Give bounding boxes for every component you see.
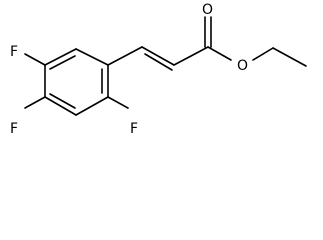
bond-carbonyl-to-ester-o bbox=[207, 46, 232, 61]
ring-double-bond-c4-c5 bbox=[49, 93, 76, 109]
ring-bond-c5-c6 bbox=[75, 96, 109, 116]
bond-c4-f bbox=[24, 96, 46, 109]
carbonyl-oxygen-label: O bbox=[202, 2, 213, 18]
ring-bond-c4-c5 bbox=[44, 96, 77, 116]
bond-c3-f bbox=[24, 53, 46, 66]
ring-double-bond-c2-c3 bbox=[49, 55, 76, 70]
chemical-structure: O O F F F bbox=[10, 2, 307, 137]
fluorine-label-top-left: F bbox=[10, 44, 18, 60]
ring-bond-c2-c3 bbox=[44, 48, 77, 66]
bond-c6-f bbox=[107, 96, 129, 109]
bond-ch2-to-ch3 bbox=[272, 47, 307, 67]
ester-oxygen-label: O bbox=[237, 58, 248, 74]
bond-ring-to-vinyl bbox=[107, 46, 143, 66]
bond-ester-o-to-ch2 bbox=[252, 47, 274, 61]
bond-vinyl-to-carbonyl bbox=[173, 46, 209, 66]
benzene-ring bbox=[44, 48, 109, 116]
fluorine-label-bottom-left: F bbox=[10, 121, 18, 137]
bond-vinyl-double bbox=[141, 46, 175, 66]
bond-vinyl-double-inner bbox=[144, 53, 173, 71]
fluorine-label-bottom-right: F bbox=[130, 121, 138, 137]
ring-bond-c1-c2 bbox=[75, 48, 109, 66]
